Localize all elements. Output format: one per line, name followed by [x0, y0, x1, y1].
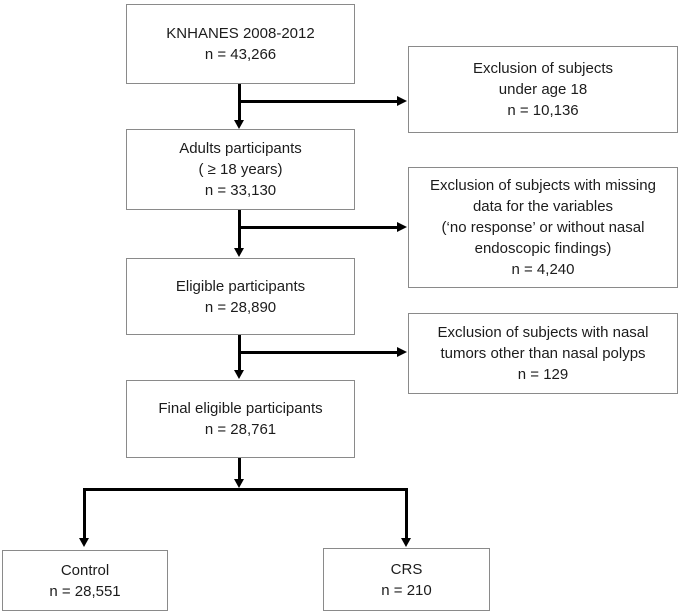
box-text-line: Exclusion of subjects with missing — [430, 177, 656, 194]
branch-to-exclusion-nasal-tumors-line — [239, 351, 398, 354]
box-text-line: (‘no response’ or without nasal — [441, 219, 645, 236]
branch-to-exclusion-missing-data-line — [239, 226, 398, 229]
flow-box-knhanes: KNHANES 2008-2012 n = 43,266 — [126, 4, 355, 84]
split-horizontal-line — [83, 488, 408, 491]
arrow-down-icon — [79, 538, 89, 547]
arrow-adults-to-eligible-line — [238, 210, 241, 248]
box-text-line: n = 10,136 — [507, 102, 579, 119]
box-text-line: under age 18 — [498, 81, 588, 98]
flow-box-crs-group: CRS n = 210 — [323, 548, 490, 611]
arrow-down-icon — [401, 538, 411, 547]
arrow-right-icon — [397, 96, 407, 106]
flow-box-adults-participants: Adults participants ( ≥ 18 years) n = 33,1… — [126, 129, 355, 210]
box-text-line: Final eligible participants — [158, 400, 323, 417]
arrow-right-icon — [397, 347, 407, 357]
box-text-line: tumors other than nasal polyps — [440, 345, 646, 362]
box-text-line: endoscopic findings) — [474, 240, 612, 257]
arrow-down-icon — [234, 248, 244, 257]
arrow-final-to-split-line — [238, 458, 241, 479]
arrow-split-to-crs-line — [405, 489, 408, 538]
arrow-split-to-control-line — [83, 489, 86, 538]
flow-box-control-group: Control n = 28,551 — [2, 550, 168, 611]
box-text-line: n = 210 — [381, 581, 432, 599]
box-text-line: n = 43,266 — [204, 46, 277, 63]
flow-box-exclusion-under-age: Exclusion of subjects under age 18 n = 10,… — [408, 46, 678, 133]
box-text-line: Adults participants — [179, 140, 302, 157]
box-text-line: n = 28,761 — [204, 421, 277, 438]
flow-box-final-eligible-participants: Final eligible participants n = 28,761 — [126, 380, 355, 458]
arrow-down-icon — [234, 120, 244, 129]
box-text-line: n = 28,890 — [204, 298, 277, 316]
box-text-line: n = 129 — [517, 366, 569, 383]
box-text-line: Exclusion of subjects — [472, 60, 614, 77]
box-text-line: n = 4,240 — [511, 261, 575, 278]
branch-to-exclusion-under-age-line — [239, 100, 398, 103]
box-text-line: Eligible participants — [175, 277, 306, 295]
box-text-line: CRS — [390, 560, 423, 578]
arrow-down-icon — [234, 370, 244, 379]
box-text-line: Control — [60, 561, 110, 579]
arrow-right-icon — [397, 222, 407, 232]
arrow-down-icon — [234, 479, 244, 488]
box-text-line: Exclusion of subjects with nasal — [437, 324, 649, 341]
box-text-line: ( ≥ 18 years) — [198, 161, 283, 178]
box-text-line: n = 28,551 — [49, 582, 121, 600]
box-text-line: data for the variables — [472, 198, 614, 215]
flow-box-exclusion-nasal-tumors: Exclusion of subjects with nasal tumors o… — [408, 313, 678, 394]
box-text-line: KNHANES 2008-2012 — [166, 25, 315, 42]
box-text-line: n = 33,130 — [204, 182, 277, 199]
flow-box-eligible-participants: Eligible participants n = 28,890 — [126, 258, 355, 335]
flow-box-exclusion-missing-data: Exclusion of subjects with missing data f… — [408, 167, 678, 288]
